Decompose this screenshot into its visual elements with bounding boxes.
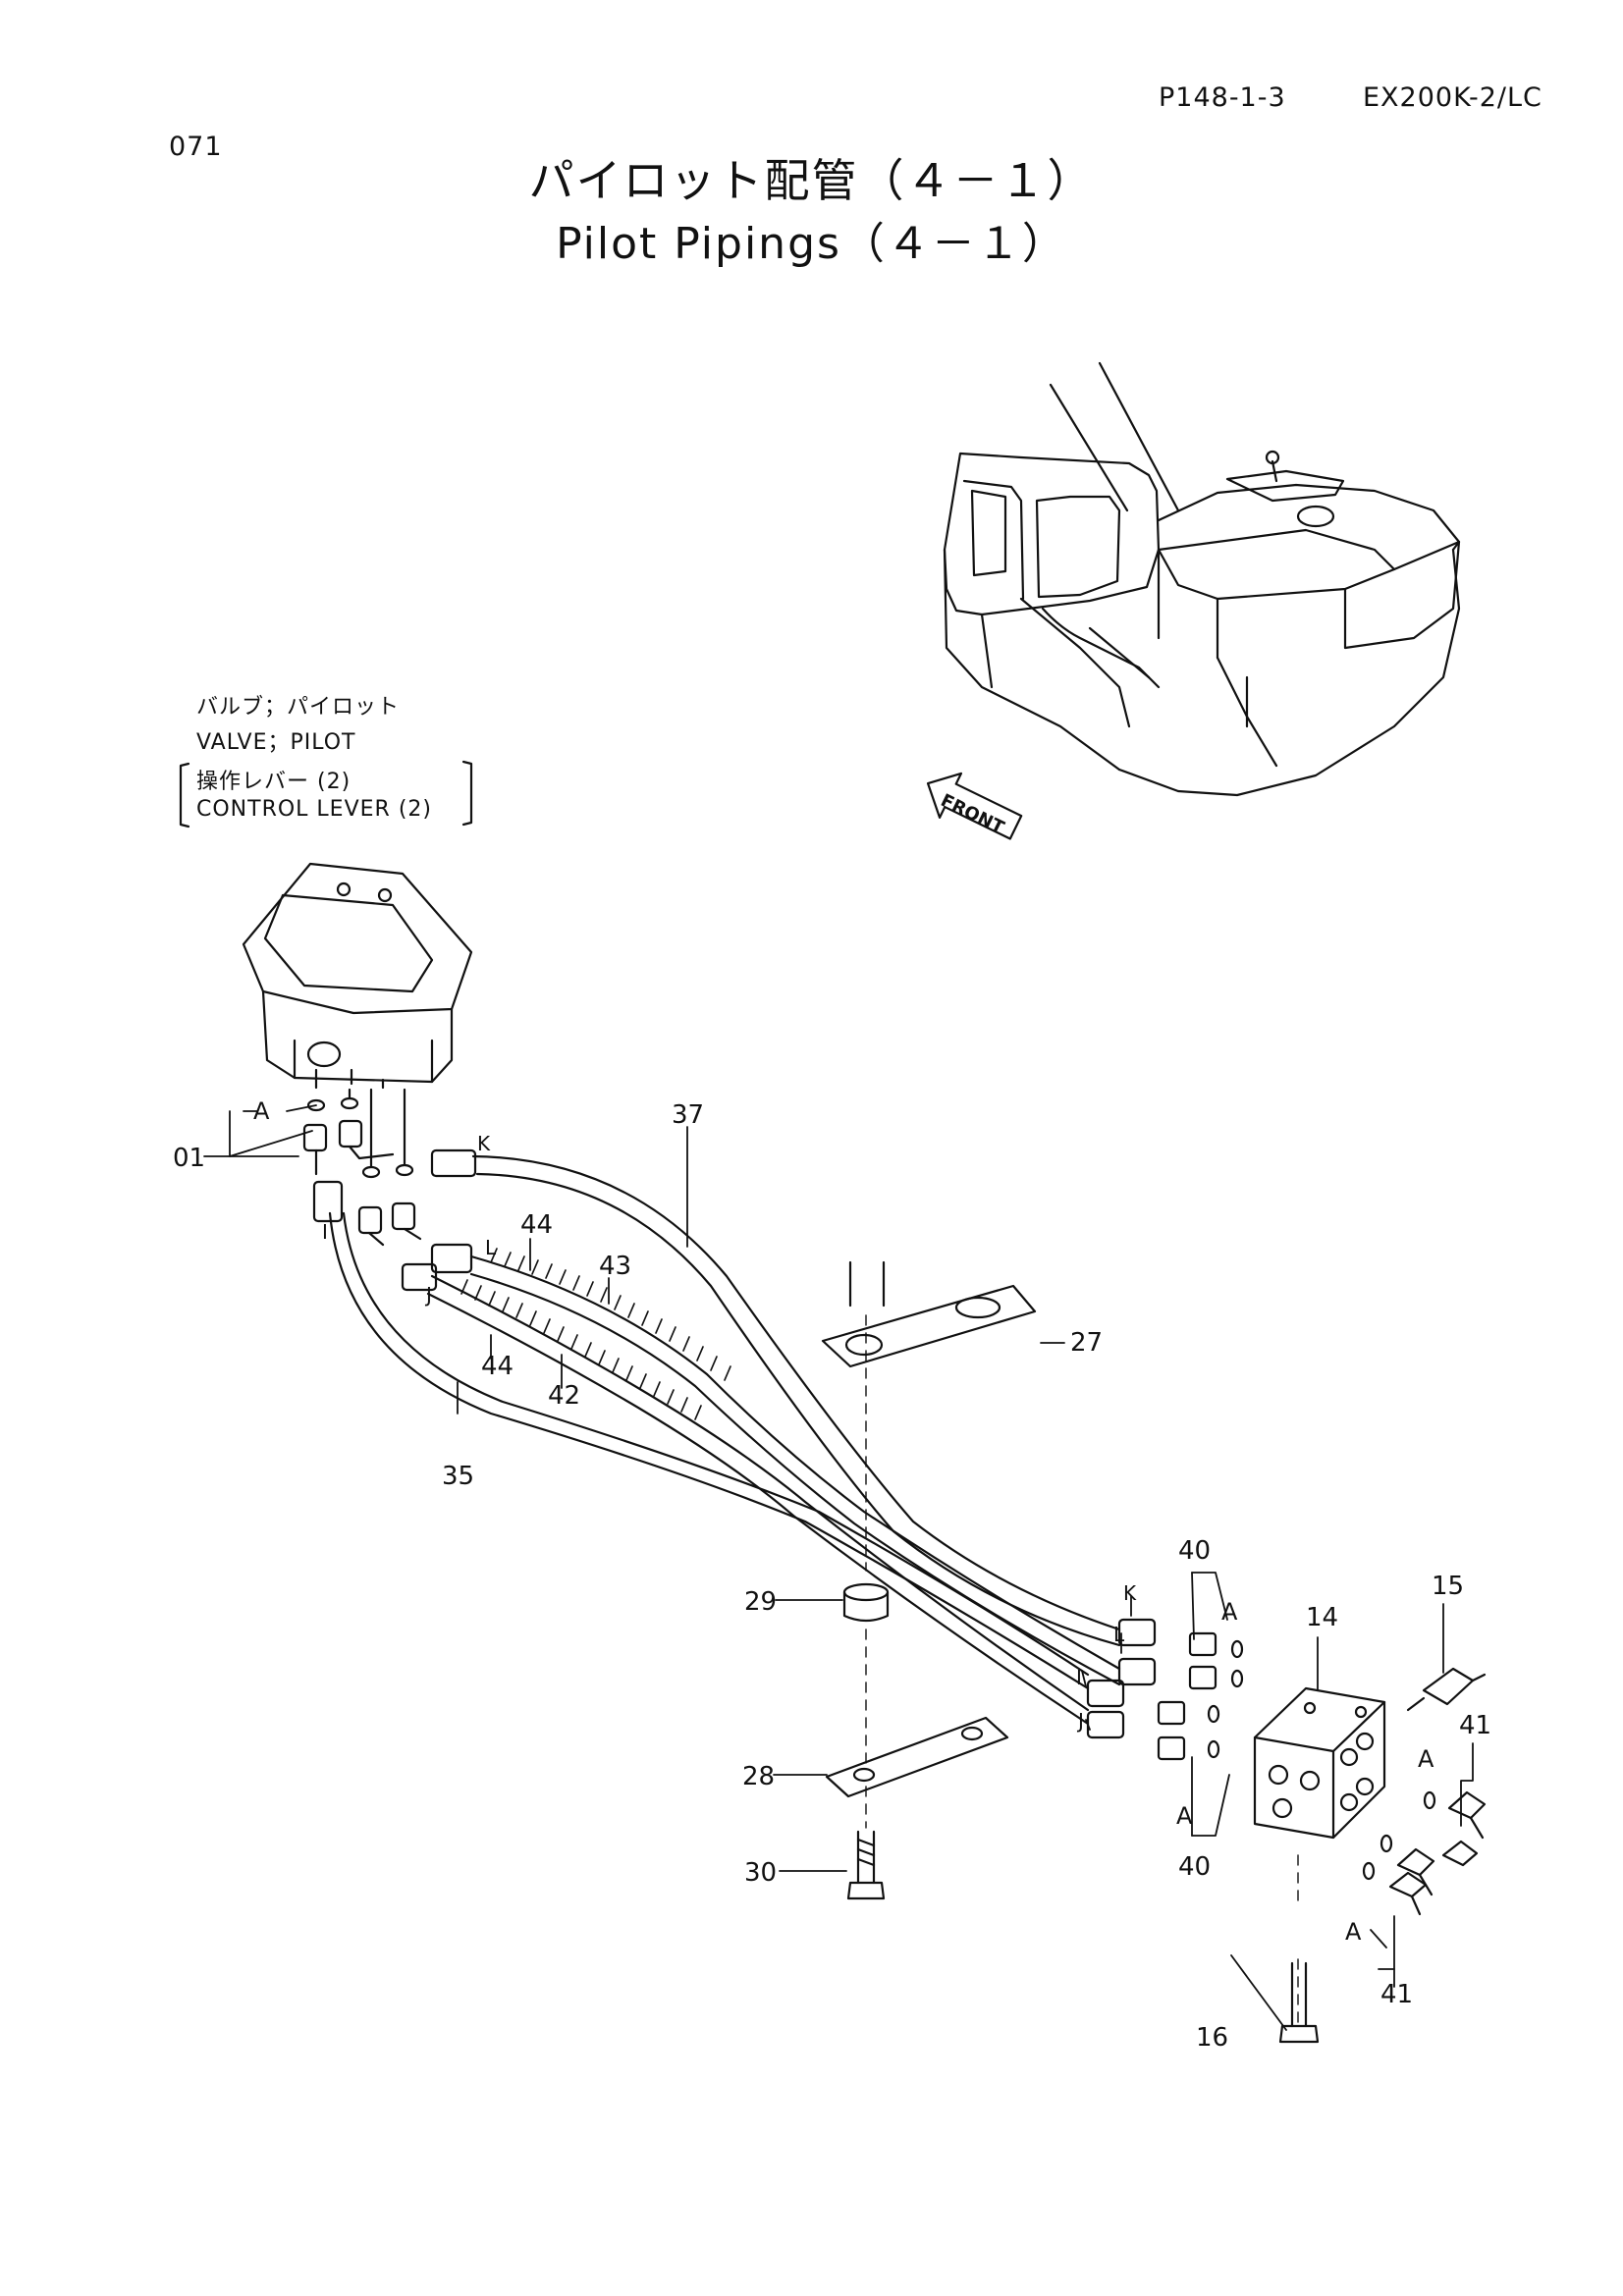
label-bracket-right xyxy=(461,760,473,827)
pilot-valve-illustration xyxy=(242,862,473,1090)
callout-30: 30 xyxy=(744,1858,777,1888)
port-letter-j-valve: J xyxy=(424,1283,432,1307)
callout-41-lower: 41 xyxy=(1380,1980,1413,2009)
callout-14: 14 xyxy=(1306,1603,1338,1632)
hose-end-fittings xyxy=(1086,1618,1157,1739)
hose-35 xyxy=(312,1180,1090,1690)
callout-16: 16 xyxy=(1196,2023,1228,2053)
callout-44-lower: 44 xyxy=(481,1352,514,1381)
block-14 xyxy=(1253,1686,1386,1840)
port-letter-l-valve: L xyxy=(485,1236,497,1259)
callout-15: 15 xyxy=(1432,1572,1464,1601)
port-letter-a-right: A xyxy=(1418,1745,1434,1773)
callout-37: 37 xyxy=(672,1100,704,1130)
plate-27 xyxy=(821,1260,1037,1368)
valve-o-rings xyxy=(306,1088,414,1179)
adapters-40 xyxy=(1157,1631,1244,1761)
valve-adapters xyxy=(302,1119,422,1247)
port-letter-k-block: K xyxy=(1123,1581,1137,1605)
bolt-16 xyxy=(1278,1854,1320,2044)
front-arrow xyxy=(926,772,1023,840)
valve-label-en: VALVE；PILOT xyxy=(196,730,356,755)
callout-01: 01 xyxy=(173,1144,205,1173)
plate-28 xyxy=(825,1716,1009,1798)
hose-43 xyxy=(430,1243,1121,1686)
page-number: 071 xyxy=(169,132,223,162)
port-letter-a-upper: A xyxy=(1221,1598,1238,1626)
callout-27: 27 xyxy=(1070,1328,1103,1358)
title-japanese: パイロット配管（４－１） xyxy=(528,154,1095,207)
hose-42 xyxy=(401,1262,1090,1726)
excavator-overview-illustration xyxy=(943,361,1461,797)
port-letter-a-bottom: A xyxy=(1345,1918,1362,1946)
callout-41-upper: 41 xyxy=(1459,1711,1491,1740)
protector-44 xyxy=(460,1248,731,1420)
front-arrow-label: FRONT xyxy=(938,790,1008,838)
valve-label-jp: バルブ；パイロット xyxy=(196,695,401,720)
lever-label-jp: 操作レバー (2) xyxy=(196,770,352,794)
callout-40-upper: 40 xyxy=(1178,1536,1211,1566)
port-letter-i-valve: I xyxy=(322,1220,328,1244)
page-code: P148-1-3 xyxy=(1159,82,1286,113)
lever-label-en: CONTROL LEVER (2) xyxy=(196,797,432,822)
port-letter-j-block: J xyxy=(1076,1709,1084,1733)
fitting-15 xyxy=(1406,1667,1487,1712)
callout-35: 35 xyxy=(442,1462,474,1491)
callout-29: 29 xyxy=(744,1587,777,1617)
callout-44-upper: 44 xyxy=(520,1210,553,1240)
callout-28: 28 xyxy=(742,1762,775,1791)
label-bracket-left xyxy=(179,762,190,828)
callout-40-lower: 40 xyxy=(1178,1852,1211,1882)
hose-37 xyxy=(430,1148,1121,1647)
leader-lines xyxy=(203,1104,1474,2031)
port-letter-a-lower: A xyxy=(1176,1802,1193,1830)
title-english: Pilot Pipings（４－１） xyxy=(556,219,1067,269)
bolt-30 xyxy=(846,1830,886,1900)
port-letter-a-valve: A xyxy=(253,1097,270,1125)
port-letter-l-block: L xyxy=(1113,1623,1125,1646)
port-letter-i-block: I xyxy=(1076,1666,1082,1689)
collar-29 xyxy=(842,1582,890,1623)
callout-43: 43 xyxy=(599,1252,631,1281)
callout-42: 42 xyxy=(548,1381,580,1411)
fittings-41 xyxy=(1362,1790,1487,1916)
model-name: EX200K-2/LC xyxy=(1363,82,1542,113)
port-letter-k-valve: K xyxy=(477,1132,491,1155)
